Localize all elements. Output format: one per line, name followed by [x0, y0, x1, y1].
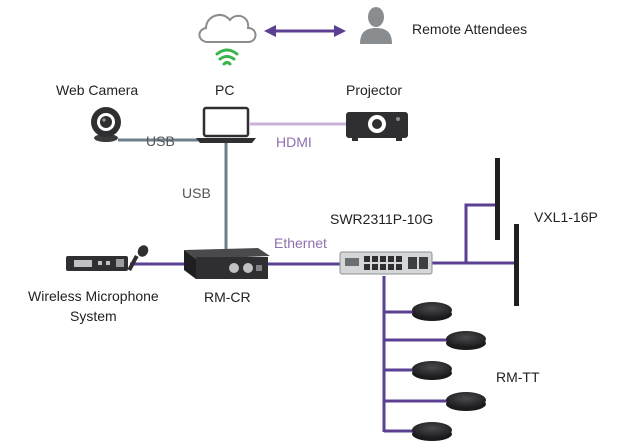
wireless-mic-label-line2: System [70, 308, 117, 324]
laptop-icon [196, 106, 256, 143]
microphone-icon [127, 245, 149, 272]
wireless-mic-label-line1: Wireless Microphone [28, 288, 159, 304]
ethernet-link-label: Ethernet [274, 235, 327, 251]
wifi-icon [215, 48, 239, 66]
tabletop-mic-icon [446, 331, 486, 350]
remote-attendees-label: Remote Attendees [412, 21, 527, 37]
receiver-icon [66, 256, 128, 271]
tabletop-mic-icon [412, 361, 452, 380]
hdmi-link-label: HDMI [276, 134, 312, 150]
projector-label: Projector [346, 82, 402, 98]
usb-camera-link-label: USB [146, 133, 175, 149]
web-camera-label: Web Camera [56, 82, 138, 98]
tabletop-mics-label: RM-TT [496, 369, 540, 385]
speaker-top-branch [464, 203, 497, 263]
double-arrow-icon [264, 25, 346, 37]
projector-icon [346, 112, 408, 141]
pc-label: PC [215, 82, 234, 98]
tabletop-mic-icon [412, 422, 452, 441]
tabletop-mic-icon [446, 392, 486, 411]
tabletop-mic-icon [412, 302, 452, 321]
processor-icon [184, 248, 270, 279]
speakers-label: VXL1-16P [534, 209, 598, 225]
speaker-array-icon [495, 158, 519, 306]
switch-icon [339, 251, 433, 275]
person-icon [360, 7, 392, 44]
cloud-icon [198, 13, 257, 43]
webcam-icon [91, 107, 121, 142]
switch-label: SWR2311P-10G [330, 211, 433, 227]
processor-label: RM-CR [204, 289, 251, 305]
usb-pc-link-label: USB [182, 185, 211, 201]
